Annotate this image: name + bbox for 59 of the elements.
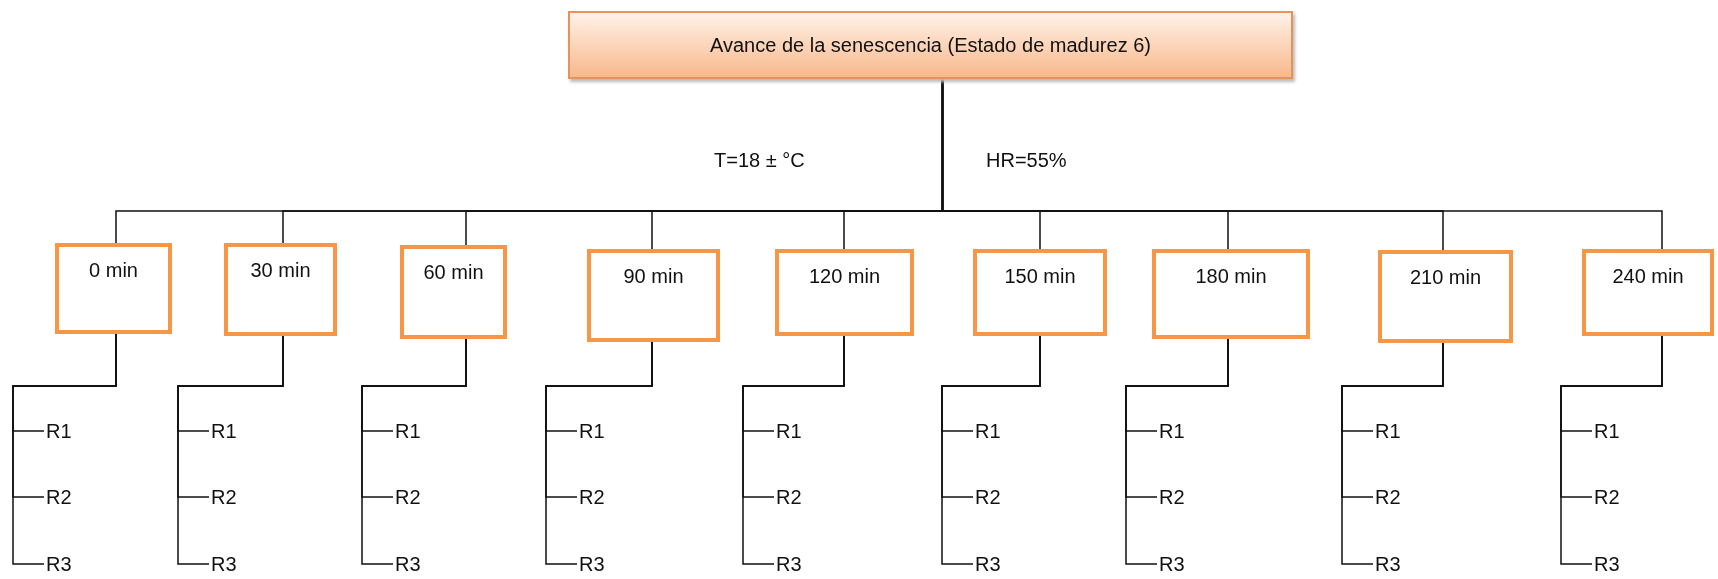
node-text: 30 min — [250, 259, 311, 282]
replicate-label: R1 — [211, 418, 251, 444]
replicate-label: R2 — [211, 484, 251, 510]
replicate-label: R1 — [975, 418, 1015, 444]
replicate-label: R2 — [579, 484, 619, 510]
node-text: 240 min — [1612, 265, 1684, 288]
replicate-label: R2 — [395, 484, 435, 510]
node-text: 150 min — [1004, 265, 1076, 288]
node-text: 90 min — [623, 265, 684, 288]
replicate-label: R3 — [776, 551, 816, 577]
node-text: 0 min — [89, 259, 138, 282]
replicate-label: R1 — [1594, 418, 1634, 444]
replicate-label: R1 — [46, 418, 86, 444]
replicate-label: R1 — [776, 418, 816, 444]
connector-line — [1560, 335, 1663, 565]
time-box — [775, 249, 914, 336]
replicate-label: R1 — [1159, 418, 1199, 444]
time-box — [1582, 249, 1714, 336]
connector-line — [177, 335, 284, 565]
replicate-label: R2 — [1594, 484, 1634, 510]
time-box — [1152, 249, 1310, 339]
title-box — [568, 11, 1293, 79]
connector-line — [941, 78, 1663, 250]
connector-line — [361, 338, 467, 565]
replicate-label: R1 — [1375, 418, 1415, 444]
replicate-label: R2 — [1159, 484, 1199, 510]
condition-label: T=18 ± °C — [714, 149, 805, 172]
node-text: 180 min — [1195, 265, 1267, 288]
connector-line — [742, 335, 845, 565]
replicate-label: R3 — [1159, 551, 1199, 577]
time-box — [973, 249, 1107, 336]
condition-label: HR=55% — [986, 149, 1067, 172]
time-box — [587, 249, 720, 342]
replicate-label: R3 — [1594, 551, 1634, 577]
replicate-label: R2 — [1375, 484, 1415, 510]
time-box — [1378, 250, 1513, 343]
replicate-label: R3 — [211, 551, 251, 577]
replicate-label: R2 — [776, 484, 816, 510]
connector-line — [545, 341, 653, 565]
replicate-label: R3 — [46, 551, 86, 577]
connector-line — [1125, 338, 1229, 565]
time-box — [55, 243, 172, 334]
connector-line — [1341, 342, 1444, 565]
node-text: 210 min — [1409, 266, 1482, 289]
time-box — [400, 245, 507, 339]
replicate-label: R3 — [395, 551, 435, 577]
node-text: 120 min — [808, 265, 881, 288]
connector-line — [12, 333, 117, 565]
replicate-label: R1 — [579, 418, 619, 444]
replicate-label: R2 — [975, 484, 1015, 510]
node-text: Avance de la senescencia (Estado de madurez 6) — [710, 33, 1151, 57]
node-text: 60 min — [423, 261, 484, 284]
replicate-label: R3 — [579, 551, 619, 577]
connector-line — [941, 335, 1041, 565]
replicate-label: R2 — [46, 484, 86, 510]
time-box — [224, 243, 337, 336]
replicate-label: R3 — [975, 551, 1015, 577]
replicate-label: R3 — [1375, 551, 1415, 577]
replicate-label: R1 — [395, 418, 435, 444]
